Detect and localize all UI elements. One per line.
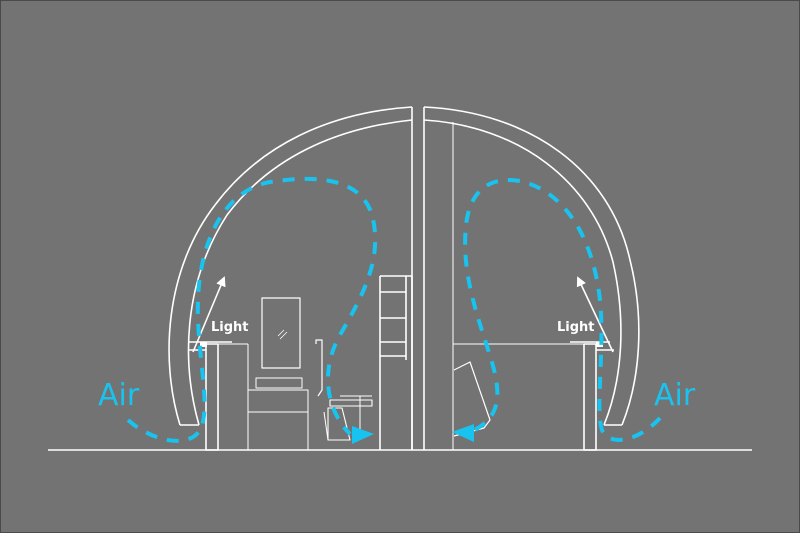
air-label-left: Air (98, 378, 140, 413)
dome-shell-left-outer (168, 106, 413, 426)
pillar-right (583, 343, 597, 451)
mirror-glint-1 (277, 329, 285, 337)
sill-left-block (200, 342, 207, 347)
air-arrowhead-right (452, 424, 474, 442)
dome-shell-left-inner (187, 119, 413, 426)
air-flow-left (126, 177, 378, 443)
air-flow-right (463, 178, 662, 442)
mirror-glint-2 (279, 331, 288, 340)
mirror (261, 297, 301, 369)
vanity-cabinet (247, 389, 309, 451)
toilet-base (323, 411, 329, 441)
light-label-right: Light (557, 320, 595, 335)
light-arrow-right (576, 276, 614, 353)
dome-shell-right-outer (423, 106, 640, 426)
light-label-left: Light (211, 320, 249, 335)
air-arrowhead-left (352, 426, 374, 444)
toilet-seat (329, 399, 373, 407)
toilet-bowl (327, 407, 351, 441)
light-arrow-left (192, 276, 226, 353)
basin (255, 377, 303, 389)
shower-pipe (315, 339, 323, 397)
dome-shell-right-inner (423, 119, 622, 426)
air-label-right: Air (654, 378, 696, 413)
